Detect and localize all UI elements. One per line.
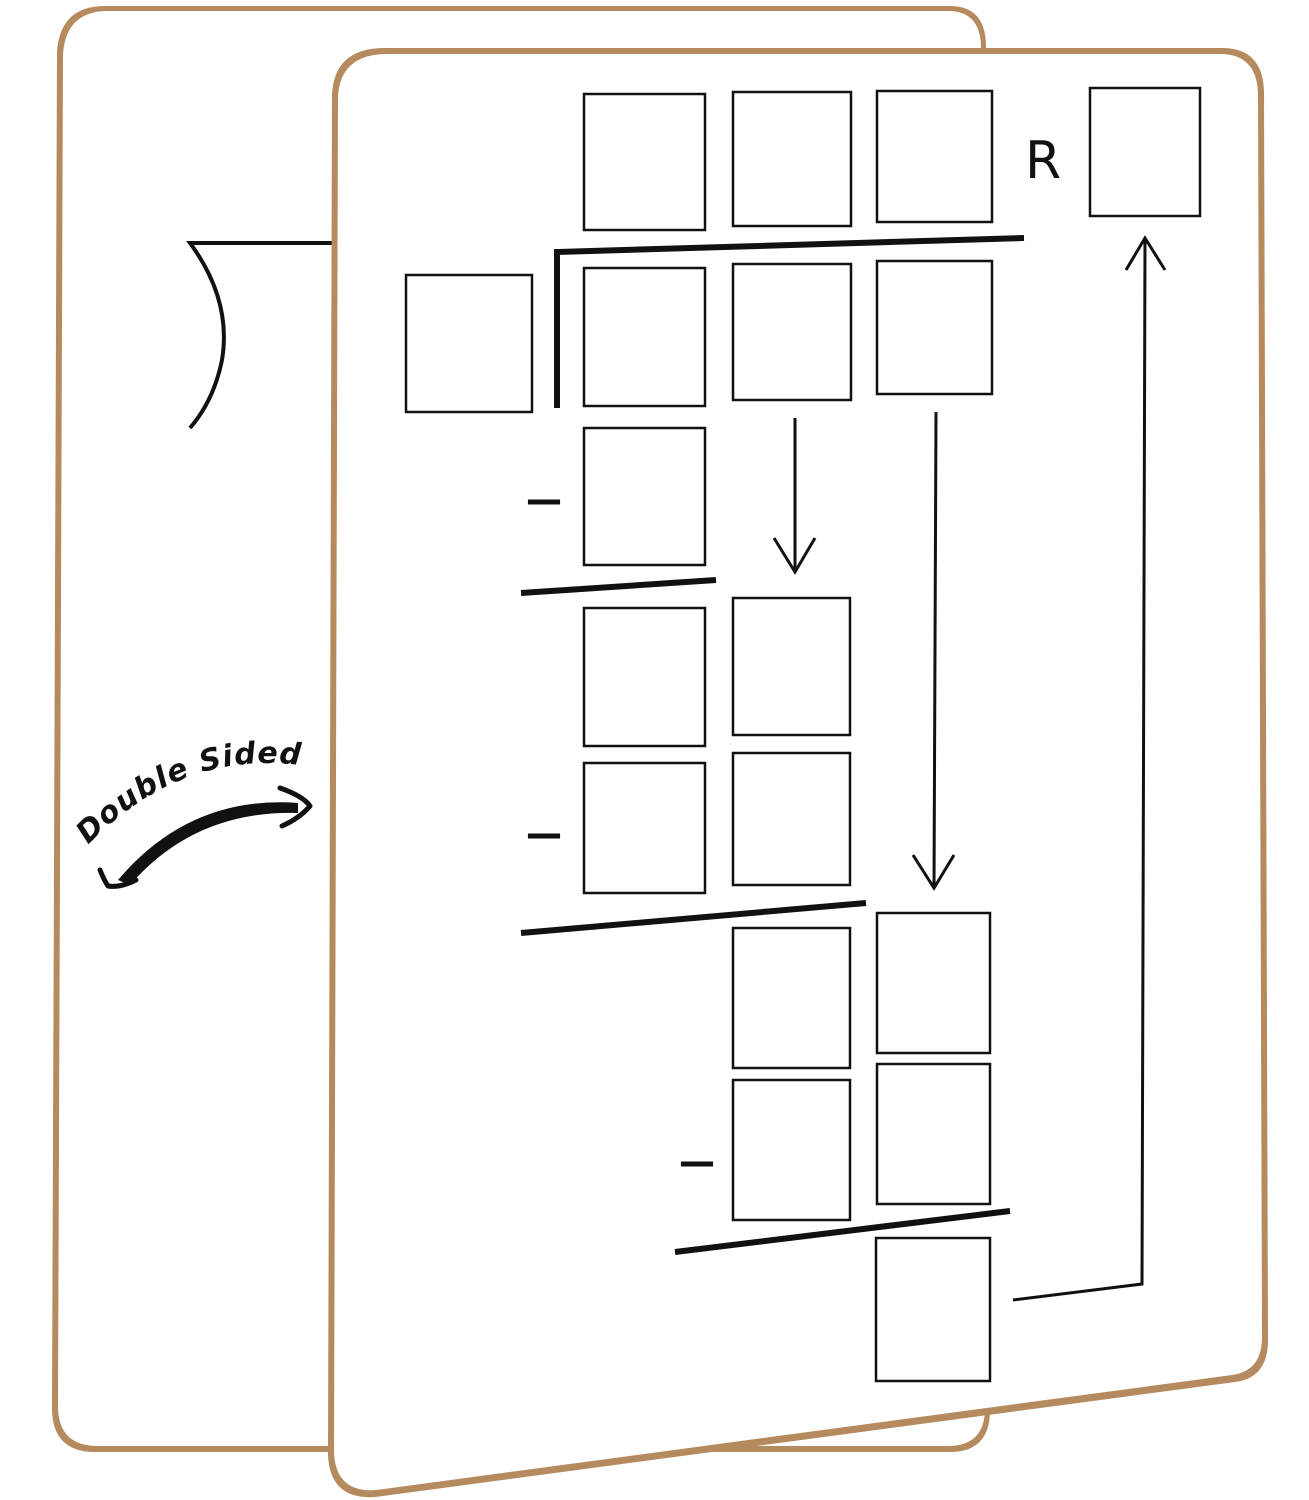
division-bracket [554, 235, 1025, 408]
divisor-box [404, 273, 534, 414]
minus-sign: — [526, 811, 562, 857]
minus-sign: — [526, 477, 562, 523]
minus-sign: — [679, 1139, 715, 1185]
remainder-box [1088, 86, 1202, 218]
dividend-box [582, 266, 707, 408]
work-box [875, 1062, 992, 1206]
work-box [582, 606, 707, 748]
subtraction-line [674, 1208, 1011, 1255]
arrow-down-icon [911, 411, 956, 891]
work-box [731, 926, 852, 1070]
arrow-down-icon [772, 418, 817, 575]
dividend-boxes [582, 259, 994, 408]
work-box [731, 751, 852, 887]
remainder-label: R [1025, 131, 1061, 191]
quotient-boxes [582, 89, 994, 232]
final-remainder-box [874, 1236, 992, 1383]
front-board: R — — [328, 48, 1268, 1498]
work-box [731, 1078, 852, 1222]
back-division-bracket [186, 241, 335, 430]
subtraction-line [520, 577, 717, 596]
quotient-box [731, 90, 853, 228]
work-box [582, 761, 707, 895]
quotient-box [582, 92, 707, 232]
curved-double-arrow-icon [97, 785, 313, 889]
front-board-surface [334, 54, 1262, 1491]
work-box [875, 911, 992, 1055]
work-box [731, 596, 852, 737]
work-box [582, 426, 707, 567]
subtraction-line [520, 900, 867, 936]
quotient-box [875, 89, 994, 224]
dividend-box [731, 262, 853, 402]
dividend-box [875, 259, 994, 396]
arrow-up-icon [1012, 235, 1167, 1302]
